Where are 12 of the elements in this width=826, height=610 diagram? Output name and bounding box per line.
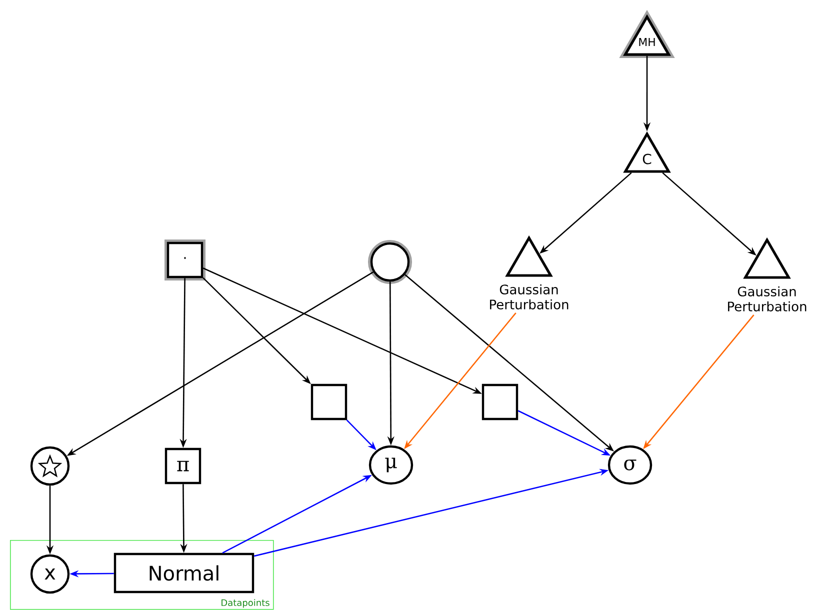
star-circle — [30, 446, 70, 486]
square-node — [310, 384, 348, 420]
rectangle-node: Normal — [114, 552, 254, 594]
circle-node: σ — [608, 445, 652, 485]
square-node: · — [164, 240, 206, 280]
circle-node: x — [30, 554, 70, 594]
circle-node — [368, 240, 412, 284]
square-node: π — [164, 448, 202, 484]
square-node — [482, 384, 518, 420]
node-label: Gaussian Perturbation — [728, 286, 806, 312]
node-label: Gaussian Perturbation — [490, 284, 568, 310]
circle-node: μ — [368, 445, 414, 485]
